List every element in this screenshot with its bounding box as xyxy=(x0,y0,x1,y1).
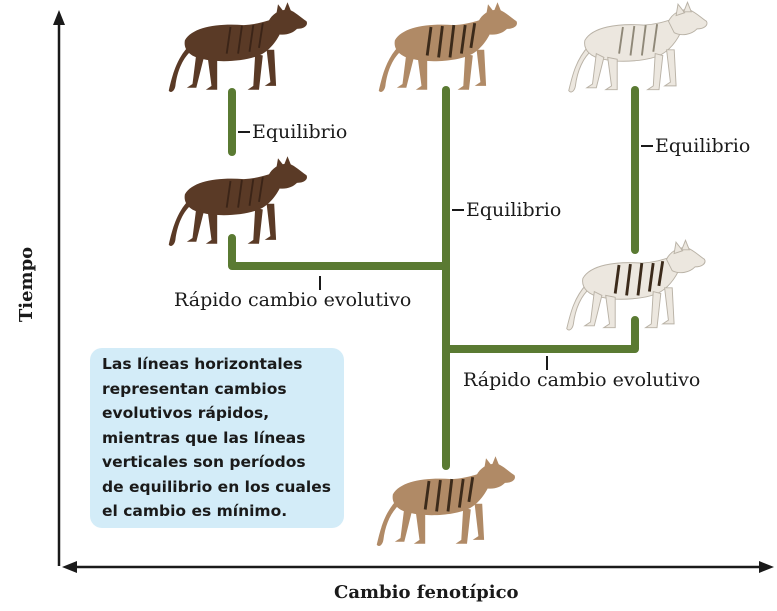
equilibrium-label-right: Equilibrio xyxy=(655,135,751,157)
up-arrow-icon xyxy=(53,10,65,25)
rapid-change-label-upper: Rápido cambio evolutivo xyxy=(174,289,412,311)
label-ticks xyxy=(238,131,653,370)
rapid-change-label-lower: Rápido cambio evolutivo xyxy=(463,369,701,391)
explanation-text: Las líneas horizontales representan camb… xyxy=(102,355,331,520)
time-axis xyxy=(53,10,65,566)
lower-rapid-change-branch xyxy=(442,316,639,353)
x-axis-title: Cambio fenotípico xyxy=(334,582,519,603)
upper-rapid-change-branch xyxy=(228,234,450,270)
branch-tree xyxy=(228,86,639,470)
phenotypic-change-axis xyxy=(62,561,774,573)
equilibrium-label-left: Equilibrio xyxy=(252,121,348,143)
thylacine-tan-bottom xyxy=(376,456,515,546)
thylacine-dark-top xyxy=(168,2,307,92)
y-axis-title: Tiempo xyxy=(16,246,38,323)
equilibrium-label-center: Equilibrio xyxy=(466,199,562,221)
thylacine-tan-top xyxy=(378,2,517,92)
right-arrow-icon xyxy=(759,561,774,573)
thylacine-pale-striped xyxy=(566,239,706,331)
thylacine-dark-lower xyxy=(168,156,307,246)
left-arrow-icon xyxy=(62,561,77,573)
thylacine-pale-top xyxy=(568,1,708,93)
explanation-box: Las líneas horizontales representan camb… xyxy=(90,348,344,528)
